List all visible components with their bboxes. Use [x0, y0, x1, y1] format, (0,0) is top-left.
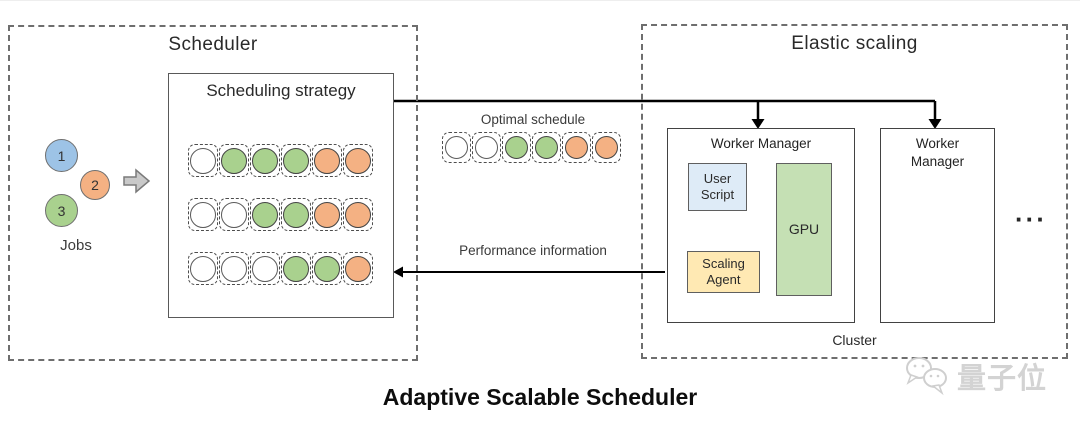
watermark-text: 量子位	[957, 363, 1048, 395]
gpu-label: GPU	[788, 220, 820, 237]
schedule-slot	[219, 198, 249, 231]
job-2-label: 2	[91, 177, 99, 193]
schedule-slot	[312, 144, 342, 177]
job-circle-1: 1	[45, 139, 78, 172]
white-task-circle	[221, 201, 247, 228]
schedule-slot	[343, 198, 373, 231]
orange-task-circle	[595, 136, 618, 159]
schedule-slot	[442, 132, 471, 163]
schedule-slot	[281, 144, 311, 177]
orange-task-circle	[345, 147, 371, 174]
elastic-scaling-region: Elastic scaling Worker Manager User Scri…	[641, 24, 1068, 359]
scheduler-title: Scheduler	[168, 34, 258, 55]
schedule-slot	[532, 132, 561, 163]
strategy-row-2	[188, 198, 373, 231]
orange-task-circle	[345, 255, 371, 282]
job-circle-3: 3	[45, 194, 78, 227]
worker-manager-1-title: Worker Manager	[710, 136, 812, 151]
job-circle-2: 2	[80, 170, 110, 200]
green-task-circle	[535, 136, 558, 159]
worker-manager-2-box: Worker Manager	[880, 128, 995, 323]
schedule-slot	[281, 252, 311, 285]
optimal-schedule-row	[442, 132, 621, 163]
schedule-slot	[281, 198, 311, 231]
orange-task-circle	[314, 147, 340, 174]
green-task-circle	[283, 255, 309, 282]
scheduling-strategy-box: Scheduling strategy	[168, 73, 394, 318]
strategy-row-1	[188, 144, 373, 177]
gpu-box: GPU	[776, 163, 832, 296]
schedule-slot	[312, 198, 342, 231]
schedule-slot	[312, 252, 342, 285]
cluster-label: Cluster	[832, 332, 877, 348]
white-task-circle	[221, 255, 247, 282]
user-script-label: User Script	[700, 170, 735, 202]
schedule-slot	[592, 132, 621, 163]
scheduling-strategy-title: Scheduling strategy	[206, 81, 356, 100]
schedule-slot	[188, 198, 218, 231]
white-task-circle	[190, 147, 216, 174]
green-task-circle	[283, 201, 309, 228]
scaling-agent-box: Scaling Agent	[687, 251, 760, 293]
schedule-slot	[250, 144, 280, 177]
orange-task-circle	[314, 201, 340, 228]
worker-manager-2-title: Worker Manager	[910, 136, 965, 169]
elastic-scaling-title: Elastic scaling	[791, 33, 918, 54]
white-task-circle	[475, 136, 498, 159]
green-task-circle	[252, 147, 278, 174]
green-task-circle	[283, 147, 309, 174]
white-task-circle	[445, 136, 468, 159]
user-script-box: User Script	[688, 163, 747, 211]
schedule-slot	[250, 252, 280, 285]
jobs-label: Jobs	[60, 237, 92, 254]
white-task-circle	[190, 255, 216, 282]
orange-task-circle	[565, 136, 588, 159]
performance-information-label: Performance information	[459, 243, 607, 258]
schedule-slot	[343, 144, 373, 177]
job-3-label: 3	[57, 202, 66, 219]
schedule-slot	[188, 144, 218, 177]
green-task-circle	[314, 255, 340, 282]
schedule-slot	[502, 132, 531, 163]
schedule-slot	[343, 252, 373, 285]
green-task-circle	[252, 201, 278, 228]
watermark: 量子位	[903, 355, 1047, 397]
strategy-row-3	[188, 252, 373, 285]
white-task-circle	[190, 201, 216, 228]
schedule-slot	[250, 198, 280, 231]
schedule-slot	[562, 132, 591, 163]
schedule-slot	[219, 252, 249, 285]
schedule-slot	[472, 132, 501, 163]
more-workers-ellipsis: ···	[1015, 204, 1047, 234]
schedule-slot	[219, 144, 249, 177]
worker-manager-1-box: Worker Manager User Script GPU Scaling A…	[667, 128, 855, 323]
optimal-schedule-label: Optimal schedule	[480, 112, 586, 127]
scheduler-region: Scheduler 1 2 3 Jobs Scheduling strategy	[8, 25, 418, 361]
scaling-agent-label: Scaling Agent	[702, 255, 745, 287]
chat-bubbles-icon	[906, 357, 947, 396]
green-task-circle	[221, 147, 247, 174]
orange-task-circle	[345, 201, 371, 228]
white-task-circle	[252, 255, 278, 282]
schedule-slot	[188, 252, 218, 285]
green-task-circle	[505, 136, 528, 159]
diagram-caption: Adaptive Scalable Scheduler	[382, 384, 698, 410]
jobs-arrow-icon	[123, 168, 151, 194]
job-1-label: 1	[57, 147, 66, 164]
